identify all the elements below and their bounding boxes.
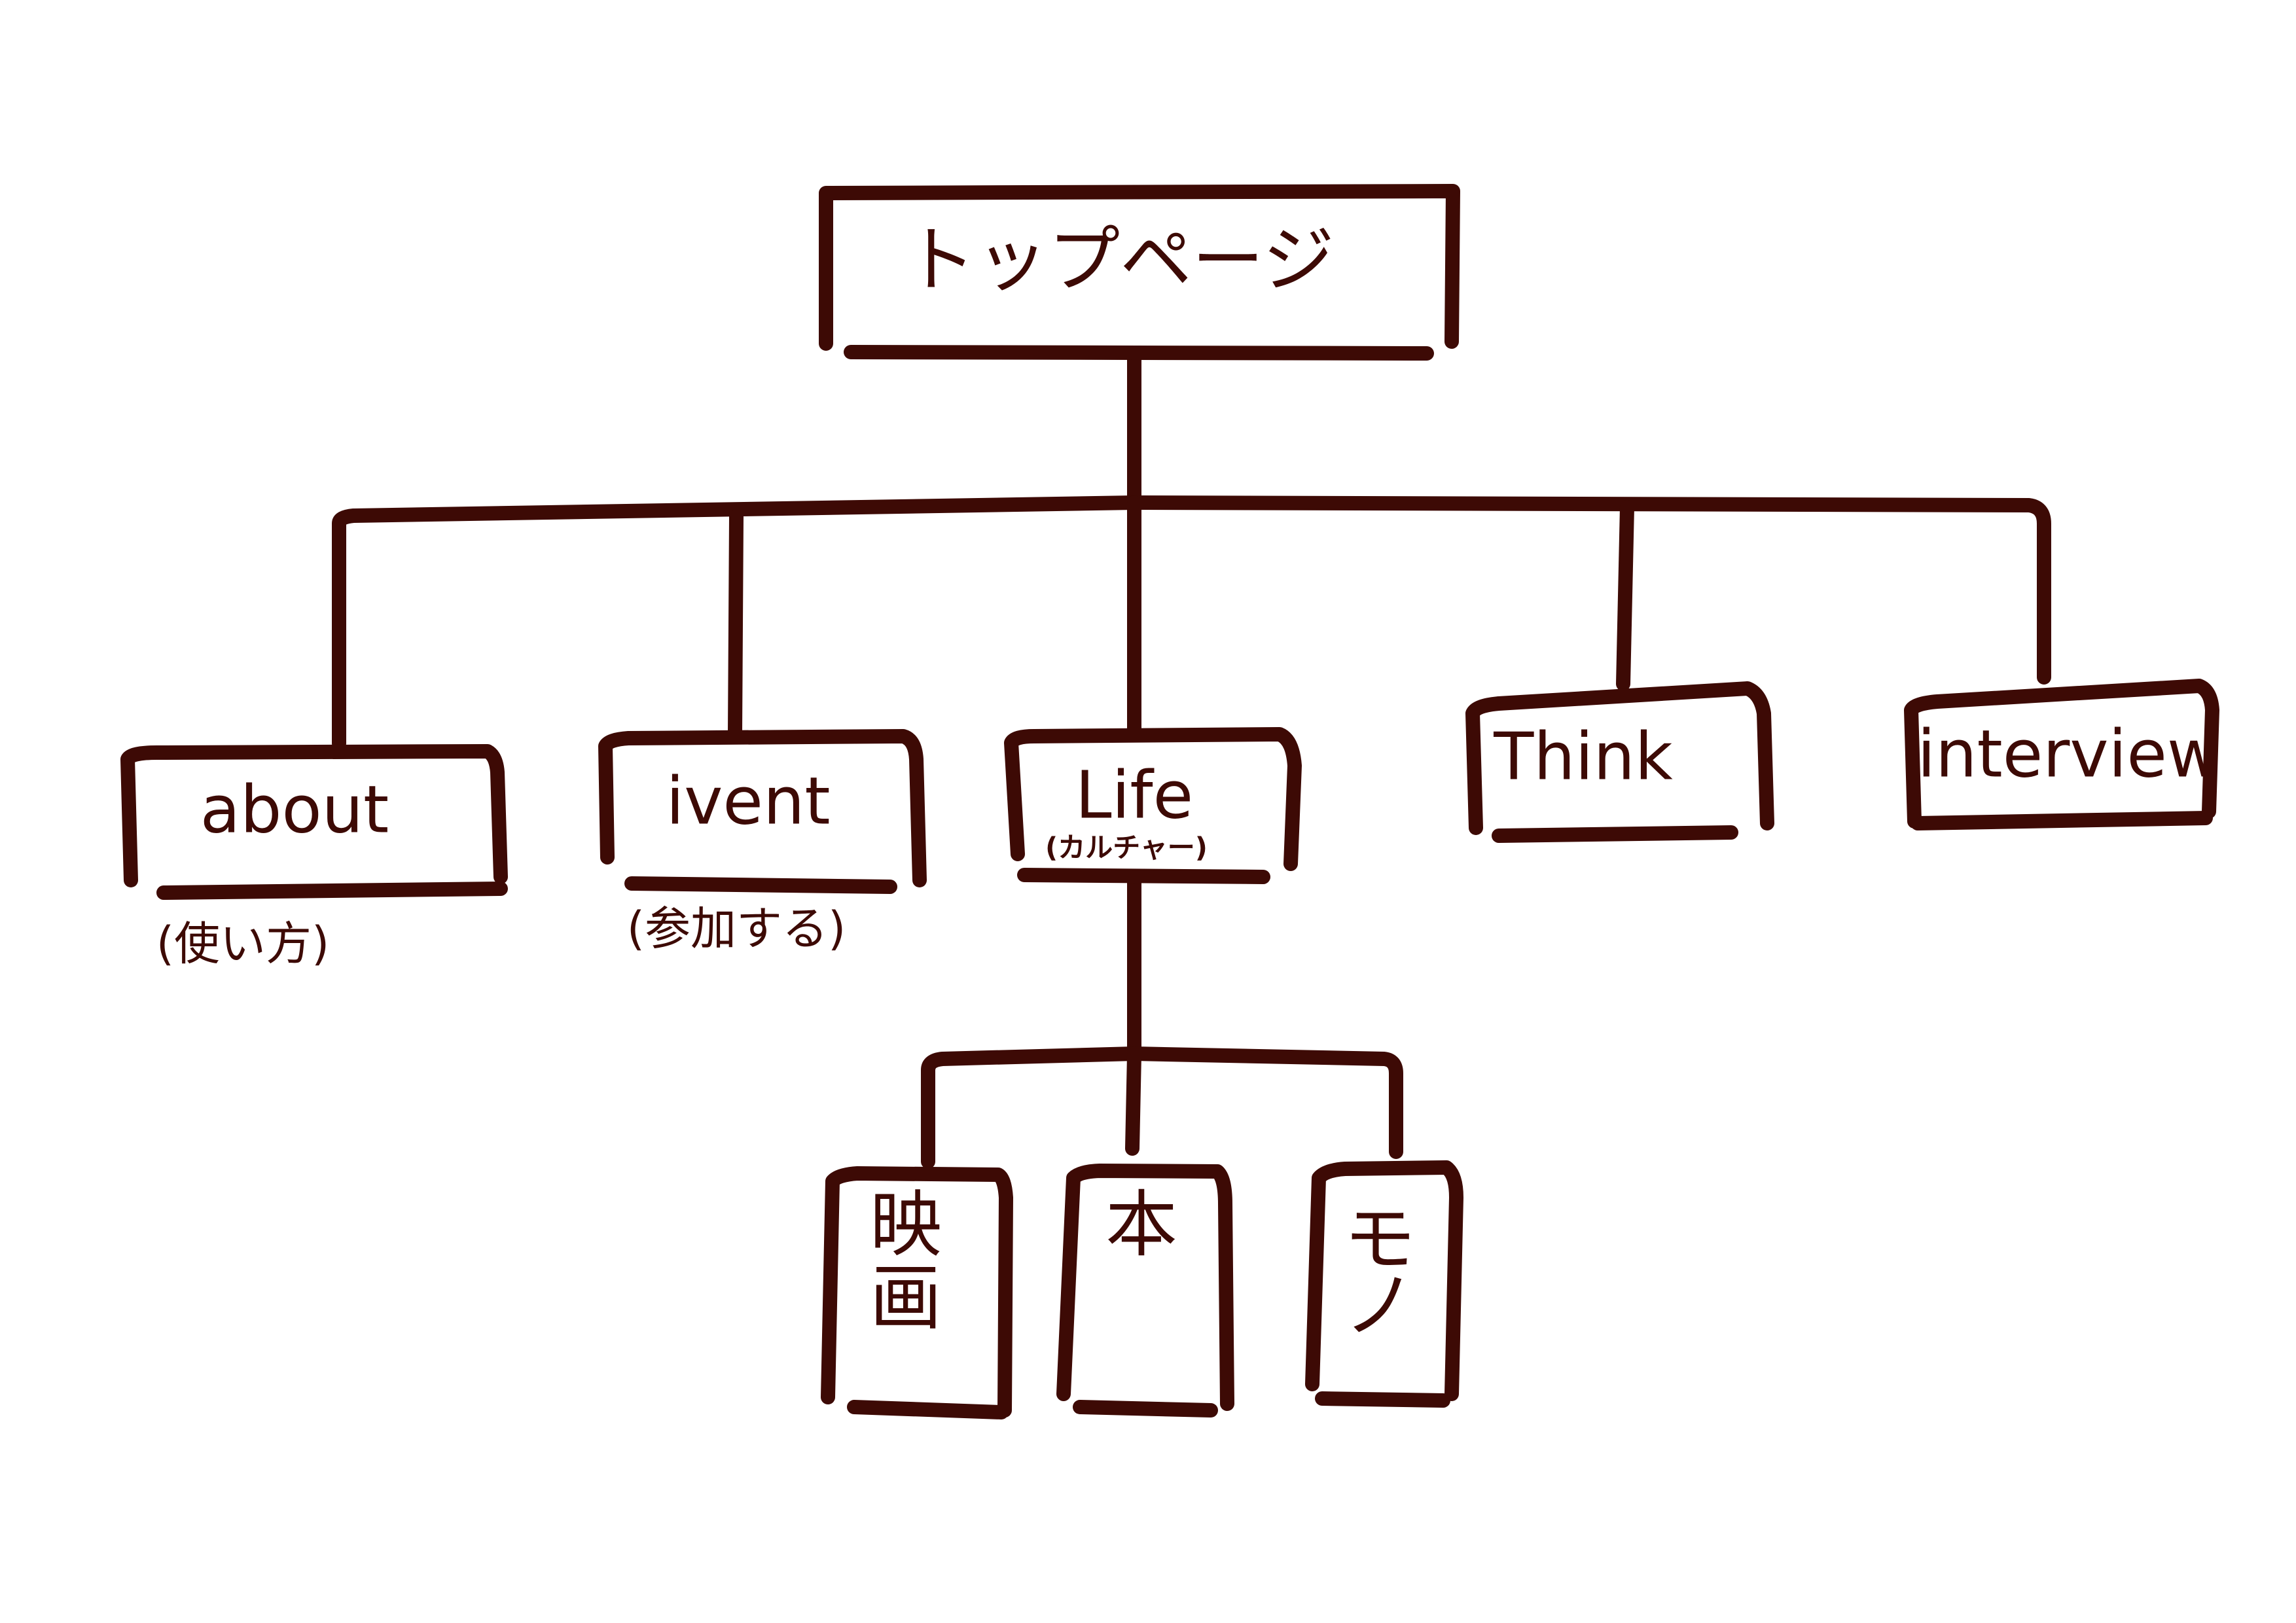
node-about: about (使い方) <box>120 744 508 971</box>
node-label-line1: モ <box>1344 1197 1416 1281</box>
box <box>1004 727 1302 884</box>
node-label: 本 <box>1105 1183 1177 1266</box>
node-label: トップページ <box>904 218 1335 302</box>
node-label: Life <box>1075 757 1193 833</box>
node-interview: interview <box>1904 679 2221 830</box>
box <box>1904 679 2219 830</box>
box <box>1465 681 1774 843</box>
box <box>120 744 508 900</box>
node-label: Think <box>1493 718 1673 794</box>
node-think: Think <box>1465 681 1774 843</box>
node-top-page: トップページ <box>819 184 1460 361</box>
node-note: (使い方) <box>156 917 330 971</box>
node-label-line1: 映 <box>870 1183 942 1266</box>
box <box>819 184 1460 361</box>
node-ivent: ivent (参加する) <box>598 729 927 955</box>
connector-think <box>1616 500 1634 691</box>
node-note: (カルチャー) <box>1045 832 1208 864</box>
level1-bar <box>332 495 2051 751</box>
level2-bar <box>921 1046 1403 1169</box>
box <box>1056 1164 1234 1418</box>
connectors <box>332 346 2051 1169</box>
connector-book <box>1125 1048 1141 1156</box>
box <box>1305 1160 1463 1408</box>
node-life: Life (カルチャー) <box>1004 727 1302 884</box>
node-label: ivent <box>666 762 830 839</box>
node-label: interview <box>1917 715 2220 792</box>
node-label-line2: 画 <box>870 1256 942 1340</box>
connector-ivent <box>728 510 744 740</box>
node-book: 本 <box>1056 1164 1234 1418</box>
node-movie: 映 画 <box>821 1166 1013 1419</box>
box <box>821 1166 1013 1419</box>
node-label: about <box>200 771 389 847</box>
node-goods: モ ノ <box>1305 1160 1463 1408</box>
node-note: (参加する) <box>627 902 846 955</box>
box <box>598 729 927 894</box>
node-label-line2: ノ <box>1344 1264 1416 1347</box>
